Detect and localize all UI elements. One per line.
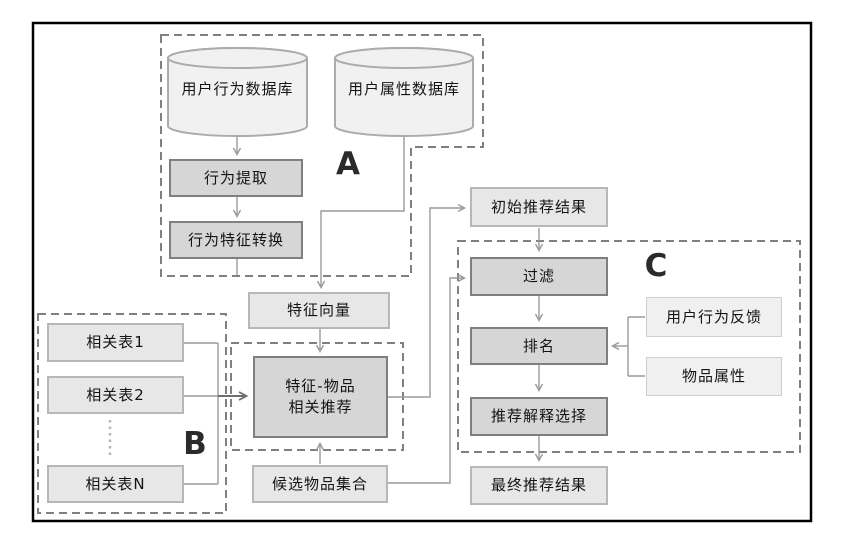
outer-frame bbox=[31, 21, 813, 523]
node-final-recommendation-result: 最终推荐结果 bbox=[470, 466, 608, 505]
node-ranking: 排名 bbox=[470, 327, 608, 365]
node-related-table-1: 相关表1 bbox=[47, 323, 184, 362]
node-recommendation-explanation-selection: 推荐解释选择 bbox=[470, 397, 608, 436]
user-behavior-db: 用户行为数据库 bbox=[181, 79, 294, 98]
node-initial-recommendation-result: 初始推荐结果 bbox=[470, 187, 608, 227]
node-feature-item-recommendation-line1: 特征-物品 bbox=[285, 377, 356, 395]
node-behavior-feature-conversion: 行为特征转换 bbox=[169, 221, 303, 259]
edge-db2-to-feature-vector bbox=[316, 137, 405, 289]
section-b-outline bbox=[37, 313, 227, 514]
node-behavior-extraction: 行为提取 bbox=[169, 159, 303, 197]
node-feature-item-recommendation-line2: 相关推荐 bbox=[288, 398, 353, 416]
node-related-table-2: 相关表2 bbox=[47, 376, 184, 414]
node-filter: 过滤 bbox=[470, 257, 608, 296]
node-candidate-item-set: 候选物品集合 bbox=[252, 465, 388, 503]
section-label-b: B bbox=[183, 426, 207, 462]
section-label-a: A bbox=[336, 146, 360, 182]
node-user-behavior-feedback: 用户行为反馈 bbox=[646, 297, 782, 337]
user-behavior-db-cylinder bbox=[167, 47, 308, 137]
node-feature-vector: 特征向量 bbox=[248, 292, 390, 329]
node-feature-item-recommendation: 特征-物品 相关推荐 bbox=[253, 356, 388, 438]
edge-candidate-to-filter bbox=[388, 273, 466, 484]
section-label-c: C bbox=[644, 248, 668, 284]
node-item-attributes: 物品属性 bbox=[646, 357, 782, 396]
edge-rec-to-initial bbox=[388, 203, 466, 398]
section-c-outline bbox=[457, 240, 801, 453]
connector-lines bbox=[184, 137, 645, 485]
user-attribute-db-cylinder bbox=[334, 47, 474, 137]
section-a-outline bbox=[160, 34, 484, 277]
user-attribute-db: 用户属性数据库 bbox=[347, 79, 460, 98]
node-related-table-n: 相关表N bbox=[47, 465, 184, 503]
